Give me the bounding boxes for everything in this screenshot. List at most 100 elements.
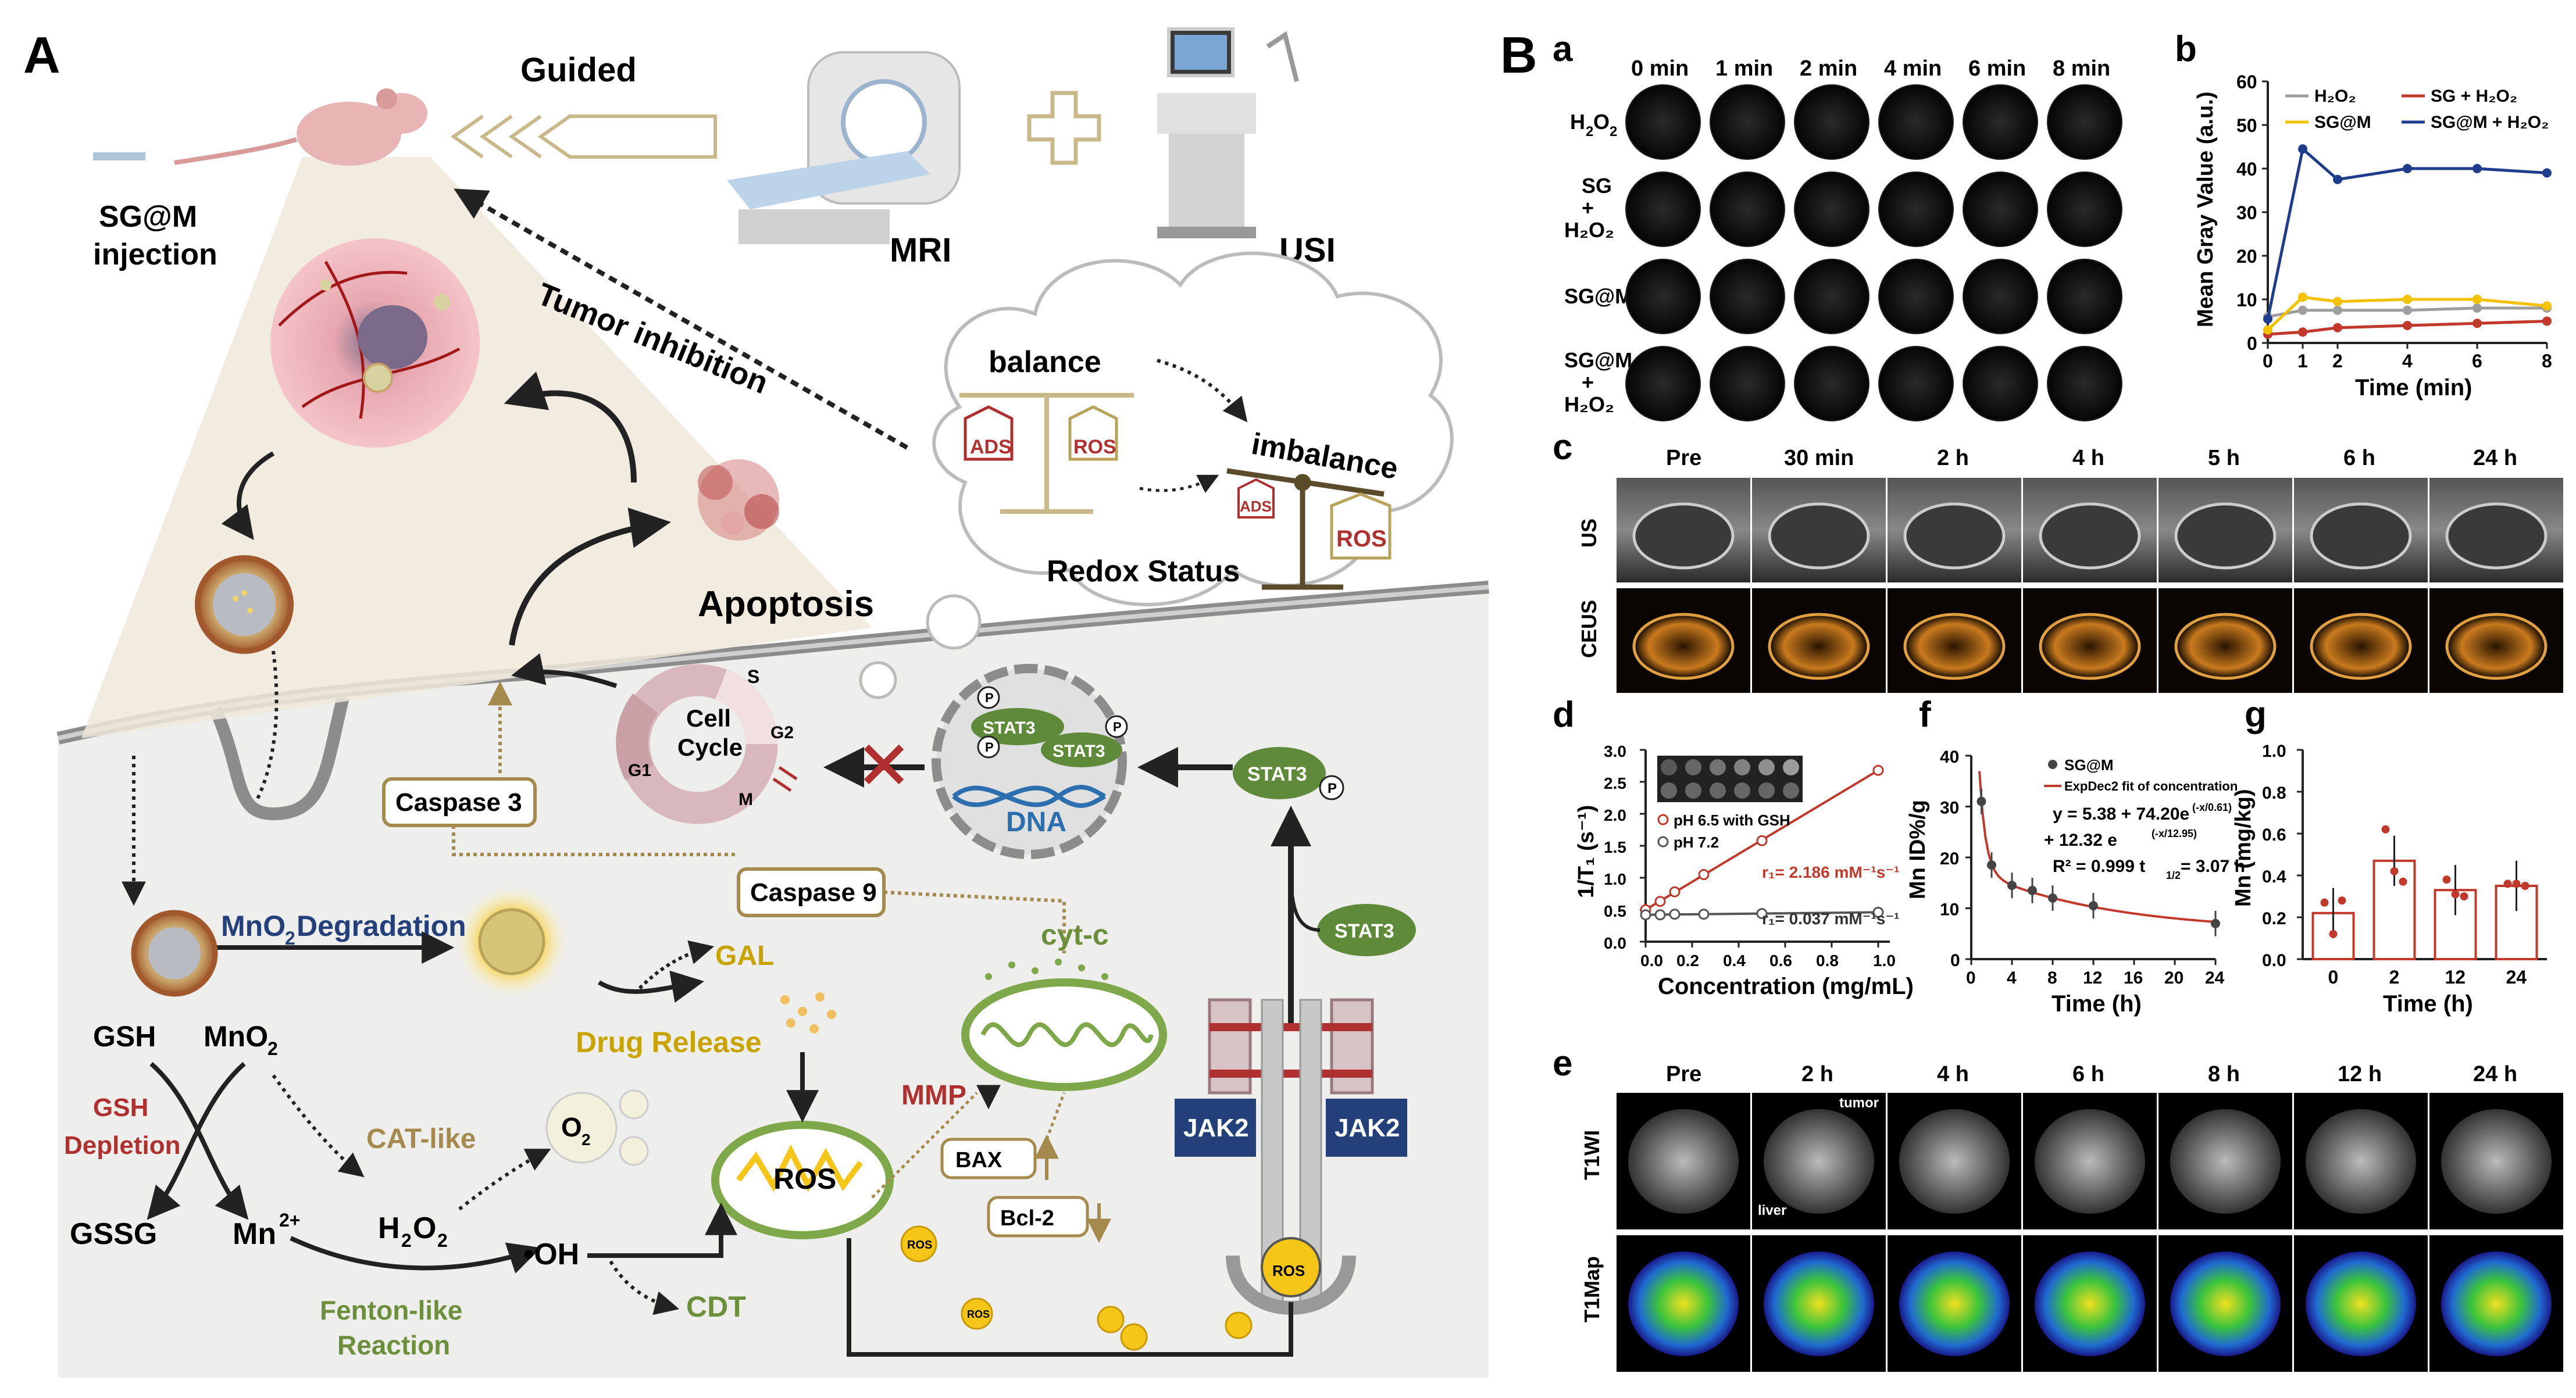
gsh-reaction-arrow-2 <box>147 1061 246 1220</box>
stat3-label-nuc-2: STAT3 <box>1052 742 1105 761</box>
gal-arrow <box>638 940 715 990</box>
fit-eq-2-sup: (-x/12.95) <box>2152 828 2197 839</box>
mr-organ-0-5 <box>2306 1109 2416 1214</box>
syringe-icon <box>93 152 145 160</box>
drug-dots-icon <box>780 992 836 1034</box>
y-tick-label-3: 0.6 <box>2262 825 2286 845</box>
phantom-well-2-3 <box>1878 259 1954 334</box>
legend-label-1: pH 7.2 <box>1674 834 1719 851</box>
mr-col-6: 24 h <box>2473 1062 2517 1086</box>
x-tick-label-5: 1.0 <box>1873 952 1896 970</box>
y-tick-label-1: 10 <box>1940 900 1959 920</box>
series-line-0 <box>2267 306 2547 319</box>
us-lesion-0-6 <box>2445 502 2548 570</box>
y-tick-label-4: 40 <box>2236 159 2257 180</box>
phantom-row-1-line-0: SG <box>1582 174 1612 198</box>
o2-label: O <box>561 1112 582 1142</box>
phantom-col-3: 4 min <box>1884 56 1942 81</box>
phantom-row-3-line-2: H₂O₂ <box>1564 392 1614 416</box>
x-tick-label-2: 12 <box>2445 967 2466 988</box>
phantom-well-3-4 <box>1963 346 2038 421</box>
y-tick-label-1: 10 <box>2236 289 2257 310</box>
us-row-0: US <box>1577 519 1601 548</box>
ros-center-label: ROS <box>773 1163 836 1195</box>
gsh-depletion-label-2: Depletion <box>64 1131 180 1160</box>
mno2-label: MnO <box>204 1020 268 1053</box>
gsh-reaction-arrow-1 <box>149 1061 249 1220</box>
inset-well-top-5 <box>1783 759 1799 775</box>
series-1-point-4 <box>2472 319 2482 328</box>
x-tick-label-6: 24 <box>2205 968 2225 988</box>
phospho-icon-3 <box>977 735 1000 759</box>
phantom-row-0-sub2: 2 <box>1610 124 1617 140</box>
us-lesion-1-3 <box>2039 613 2141 680</box>
ads-label-right: ADS <box>1240 498 1272 515</box>
ros-receptor-label: ROS <box>1272 1262 1305 1279</box>
inset-bg <box>1657 756 1803 802</box>
feedback-arrow <box>454 188 908 450</box>
phospho-label-2: P <box>1113 720 1122 734</box>
series-0-point-2 <box>1669 886 1681 898</box>
gsh-label: GSH <box>93 1020 156 1053</box>
mr-row-1: T1Map <box>1580 1256 1604 1322</box>
data-point-2 <box>2007 881 2017 891</box>
mr-organ-1-4 <box>2170 1252 2281 1356</box>
redox-cloud <box>859 251 1454 699</box>
inset-well-bottom-4 <box>1758 782 1775 799</box>
y-tick-label-0: 0.0 <box>2262 951 2286 970</box>
injection-label-2: injection <box>93 238 217 271</box>
inset-well-top-0 <box>1661 759 1677 775</box>
phantom-well-1-2 <box>1794 171 1869 247</box>
phantom-col-2: 2 min <box>1800 56 1857 81</box>
legend-swatch-0 <box>1657 814 1669 825</box>
us-col-3: 4 h <box>2072 446 2104 470</box>
bar-2-dot-1 <box>2451 890 2460 899</box>
phantom-well-3-1 <box>1710 346 1785 421</box>
fit-eq-3-sub: 1/2 <box>2166 870 2181 881</box>
phantom-row-3-line-0: SG@M <box>1564 348 1632 372</box>
balance-label: balance <box>989 345 1101 379</box>
jak2-label-right: JAK2 <box>1335 1114 1400 1142</box>
inset-well-bottom-1 <box>1685 782 1701 799</box>
x-tick-label-1: 2 <box>2389 967 2400 988</box>
series-line-1 <box>2267 320 2548 336</box>
series-0-point-2 <box>2333 305 2342 315</box>
series-1-point-2 <box>1669 909 1681 920</box>
tumor-illustration <box>270 238 480 448</box>
mn2-label: Mn <box>233 1217 276 1251</box>
x-tick-label-2: 8 <box>2047 968 2057 988</box>
panel-a-label: A <box>23 26 60 84</box>
series-0-point-1 <box>1654 896 1666 907</box>
y-tick-label-3: 30 <box>1940 799 1959 818</box>
us-lesion-0-3 <box>2039 502 2141 570</box>
bax-label: BAX <box>955 1148 1002 1172</box>
fenton-label-1: Fenton-like <box>320 1295 462 1325</box>
series-3-point-4 <box>2472 164 2482 173</box>
mr-organ-1-1 <box>1764 1252 1874 1356</box>
phantom-col-4: 6 min <box>1968 56 2026 81</box>
legend-swatch-1 <box>1657 836 1669 848</box>
data-point-4 <box>2048 893 2057 903</box>
data-point-5 <box>2089 901 2098 911</box>
x-tick-label-3: 4 <box>2402 351 2413 371</box>
cell-cycle-g2: G2 <box>770 723 794 742</box>
gal-label: GAL <box>715 941 774 971</box>
phantom-well-1-5 <box>2047 171 2122 247</box>
us-lesion-1-1 <box>1768 613 1870 680</box>
us-col-2: 2 h <box>1937 446 1969 470</box>
jak2-label-left: JAK2 <box>1183 1114 1249 1142</box>
phantom-well-1-3 <box>1878 171 1954 247</box>
tumor-annotation: tumor <box>1839 1095 1879 1111</box>
x-axis-title: Concentration (mg/mL) <box>1658 974 1914 999</box>
liver-annotation: liver <box>1758 1203 1786 1218</box>
y-tick-label-2: 0.4 <box>2262 867 2286 886</box>
stat3-cytoplasm <box>1233 747 1326 799</box>
redox-status-label: Redox Status <box>1047 555 1240 588</box>
series-0-point-1 <box>2298 305 2307 315</box>
series-3-point-1 <box>2298 144 2307 154</box>
bar-0-dot-0 <box>2320 898 2329 907</box>
nanoparticle-sgm-icon <box>195 555 294 654</box>
phantom-row-2-line-0: SG@M <box>1564 284 1632 308</box>
